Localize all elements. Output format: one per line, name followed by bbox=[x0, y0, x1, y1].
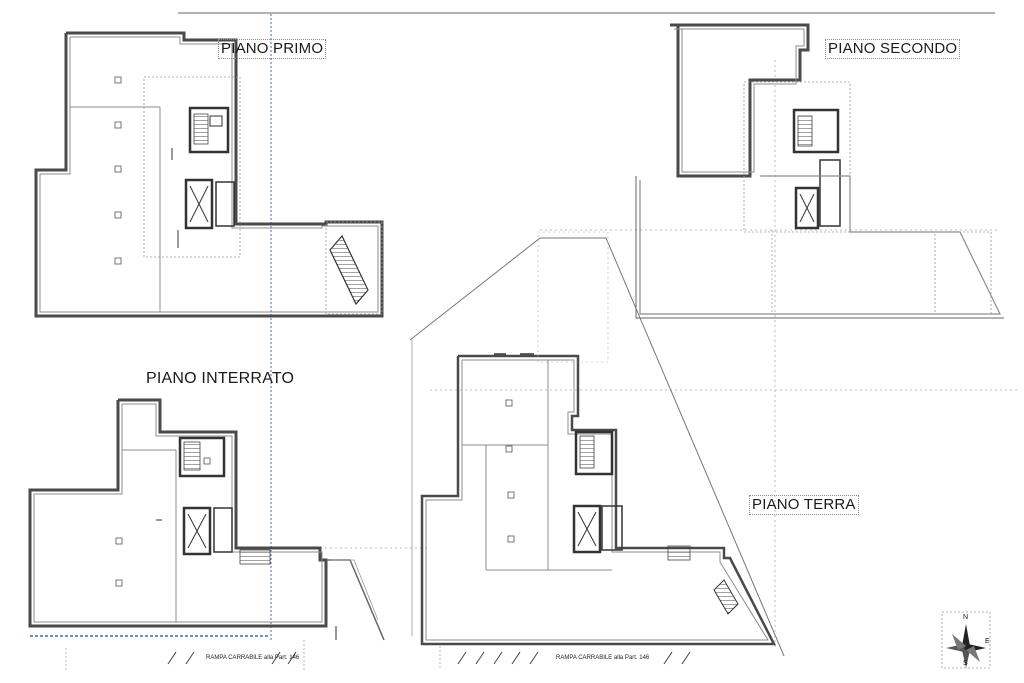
compass-rose-icon bbox=[941, 611, 991, 669]
compass-east-label: E bbox=[985, 638, 990, 645]
label-piano-interrato: PIANO INTERRATO bbox=[146, 370, 295, 387]
plan-piano-interrato bbox=[28, 398, 385, 641]
label-piano-secondo: PIANO SECONDO bbox=[825, 39, 961, 59]
compass-south-label: S bbox=[963, 660, 968, 667]
label-piano-terra: PIANO TERRA bbox=[749, 495, 859, 515]
compass-north-label: N bbox=[963, 614, 969, 621]
plan-piano-primo bbox=[34, 31, 384, 318]
plan-piano-terra bbox=[409, 231, 785, 657]
ramp-label-right: RAMPA CARRABILE alla Part. 146 bbox=[556, 655, 650, 661]
ramp-label-left: RAMPA CARRABILE alla Part. 146 bbox=[206, 655, 300, 661]
plan-piano-secondo bbox=[635, 23, 1004, 319]
label-piano-primo: PIANO PRIMO bbox=[218, 39, 327, 59]
